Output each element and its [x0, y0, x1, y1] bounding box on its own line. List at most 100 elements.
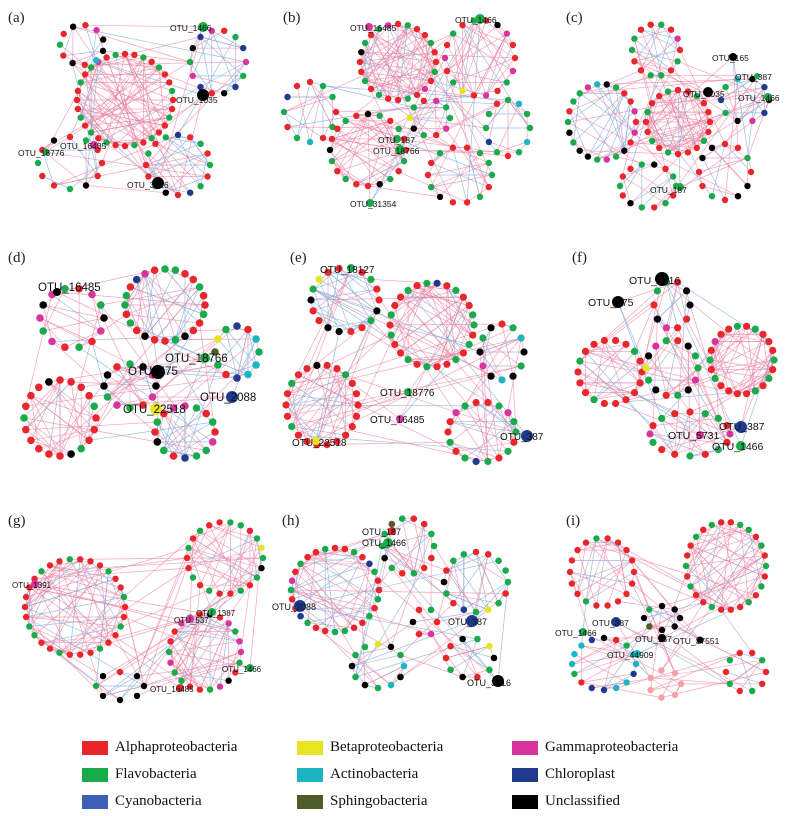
network-node [96, 645, 104, 652]
network-node [56, 452, 64, 460]
network-edge [164, 268, 204, 315]
network-edge [30, 395, 40, 449]
network-edge [186, 530, 201, 559]
network-edge [361, 272, 378, 312]
network-edge [291, 320, 372, 384]
network-edge [291, 383, 299, 436]
network-edge [696, 529, 749, 538]
network-edge [390, 533, 432, 648]
network-node [700, 100, 708, 107]
network-node [387, 175, 394, 183]
network-edge [296, 81, 311, 139]
network-edge [25, 616, 145, 687]
network-node [142, 161, 150, 169]
network-node [288, 577, 296, 584]
network-node [26, 584, 33, 591]
network-edge [364, 42, 380, 95]
network-edge [356, 149, 407, 185]
network-edge [256, 538, 262, 569]
network-node [700, 526, 707, 533]
network-edge [746, 326, 756, 391]
network-node [616, 182, 624, 190]
network-node [612, 84, 620, 91]
network-edge [142, 366, 157, 410]
network-edge [617, 301, 647, 369]
network-node [749, 649, 756, 657]
network-edge [199, 623, 229, 690]
network-node [612, 399, 620, 408]
network-edge [249, 538, 258, 586]
network-edge [466, 18, 481, 203]
network-node [236, 659, 243, 666]
network-node [103, 393, 112, 401]
network-edge [41, 557, 264, 572]
network-node [452, 356, 460, 364]
network-node [762, 668, 770, 676]
network-node [174, 191, 182, 199]
network-node [167, 659, 174, 666]
network-edge [168, 640, 240, 653]
network-node [658, 446, 666, 454]
network-edge [453, 560, 489, 610]
network-edge [337, 120, 391, 172]
network-node [653, 287, 662, 295]
network-edge [326, 310, 378, 445]
network-node [410, 515, 418, 522]
network-node [22, 593, 30, 601]
network-edge [615, 78, 738, 157]
network-node [701, 450, 709, 458]
network-node [103, 139, 110, 146]
network-node [502, 590, 509, 597]
otu-node [703, 87, 713, 97]
network-edge [407, 29, 418, 99]
network-edge [725, 86, 738, 122]
network-edge [573, 93, 581, 143]
network-node [674, 337, 682, 345]
network-edge [462, 638, 478, 678]
network-edge [189, 137, 211, 166]
network-edge [464, 421, 515, 459]
network-edge [312, 288, 489, 403]
network-edge [397, 88, 426, 101]
network-edge [99, 565, 109, 643]
network-edge [25, 381, 72, 430]
network-edge [42, 175, 71, 190]
network-edge [126, 295, 157, 387]
legend-label: Cyanobacteria [115, 793, 202, 809]
network-node [253, 535, 261, 542]
network-node [734, 117, 741, 125]
network-edge [695, 565, 767, 596]
network-edge [690, 545, 732, 610]
network-edge [361, 71, 389, 99]
network-node [711, 338, 719, 346]
network-node [161, 265, 169, 273]
network-node [233, 374, 241, 382]
network-edge [174, 672, 229, 682]
network-node [189, 44, 196, 52]
network-edge [170, 614, 211, 663]
network-edge [85, 185, 166, 194]
network-node [321, 545, 329, 553]
network-node [206, 686, 214, 693]
network-edge [714, 341, 738, 394]
network-edge [399, 296, 464, 420]
network-node [503, 30, 510, 37]
network-edge [225, 329, 238, 379]
network-edge [711, 536, 757, 608]
network-node [293, 82, 301, 90]
network-node [460, 606, 468, 613]
network-node [646, 430, 654, 438]
network-node [197, 183, 204, 190]
network-node [400, 157, 408, 165]
network-edge [577, 371, 731, 435]
network-node [574, 368, 582, 376]
network-node [718, 606, 725, 613]
network-node [232, 83, 239, 91]
network-edge [626, 593, 701, 641]
network-edge [387, 25, 418, 96]
network-node [112, 575, 119, 582]
network-node [169, 96, 177, 104]
network-node [637, 67, 645, 74]
network-node [692, 592, 700, 599]
network-node [749, 117, 756, 125]
